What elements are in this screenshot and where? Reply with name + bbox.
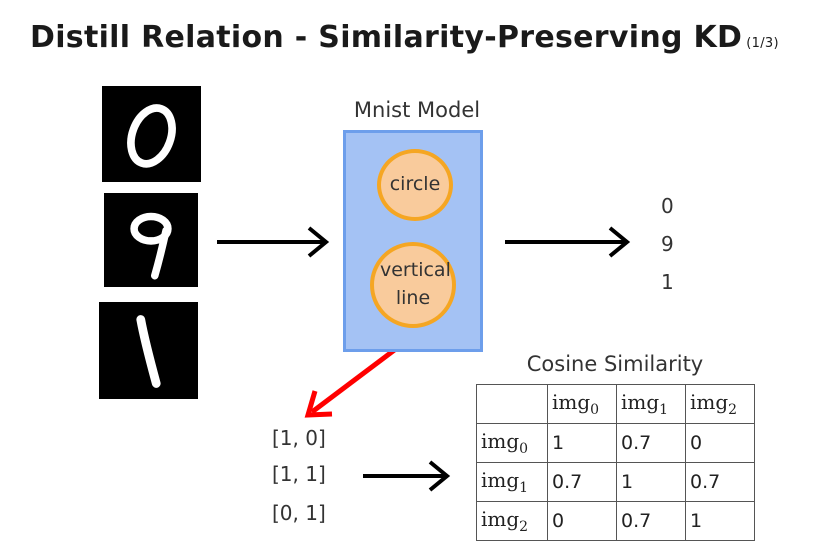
model-label: Mnist Model [353,98,481,122]
table-header-row: img0 img1 img2 [476,384,755,424]
table-cell: 0 [547,501,617,541]
neuron-circle-label: circle [389,173,441,196]
output-label-2: 1 [661,270,674,294]
table-row: img2 0 0.7 1 [476,501,755,541]
input-arrow [217,226,330,258]
output-label-1: 9 [661,232,674,256]
table-cell: 1 [685,501,755,541]
table-row: img1 0.7 1 0.7 [476,462,755,502]
neuron-circle: circle [377,149,453,221]
slide-title-text: Distill Relation - Similarity-Preserving… [30,20,743,55]
feature-vector-1: [1, 1] [272,462,326,486]
row-header: img0 [476,423,548,463]
output-label-0: 0 [661,194,674,218]
digit-glyph-9 [130,212,172,280]
similarity-title: Cosine Similarity [526,352,704,376]
digit-glyph-1 [136,315,161,388]
column-header: img0 [547,384,617,424]
column-header: img1 [616,384,686,424]
table-cell: 0.7 [616,423,686,463]
similarity-table: img0 img1 img2 img0 1 0.7 0 img1 0.7 1 0… [476,384,755,541]
subscript-index: 2 [728,402,738,418]
digit-image-1 [99,302,198,399]
table-corner-cell [476,384,548,424]
table-cell: 1 [547,423,617,463]
table-cell: 0.7 [547,462,617,502]
feature-vector-2: [0, 1] [272,501,326,525]
digit-glyph-0 [127,104,176,168]
similarity-arrow [363,460,451,492]
subscript-index: 0 [519,441,529,457]
table-cell: 0.7 [616,501,686,541]
subscript-index: 0 [590,402,600,418]
table-cell: 1 [616,462,686,502]
neuron-vertical-line: vertical line [370,242,456,328]
subscript-index: 2 [519,519,529,535]
table-row: img0 1 0.7 0 [476,423,755,463]
subscript-index: 1 [659,402,669,418]
row-header: img1 [476,462,548,502]
page-indicator: (1/3) [746,36,779,51]
output-arrow [505,226,631,258]
feature-vector-0: [1, 0] [272,426,326,450]
digit-image-9 [104,193,198,287]
slide-title: Distill Relation - Similarity-Preserving… [30,20,779,55]
digit-image-0 [102,86,201,182]
table-cell: 0.7 [685,462,755,502]
subscript-index: 1 [519,480,529,496]
table-cell: 0 [685,423,755,463]
neuron-vertical-line-label: vertical line [380,259,451,309]
row-header: img2 [476,501,548,541]
column-header: img2 [685,384,755,424]
